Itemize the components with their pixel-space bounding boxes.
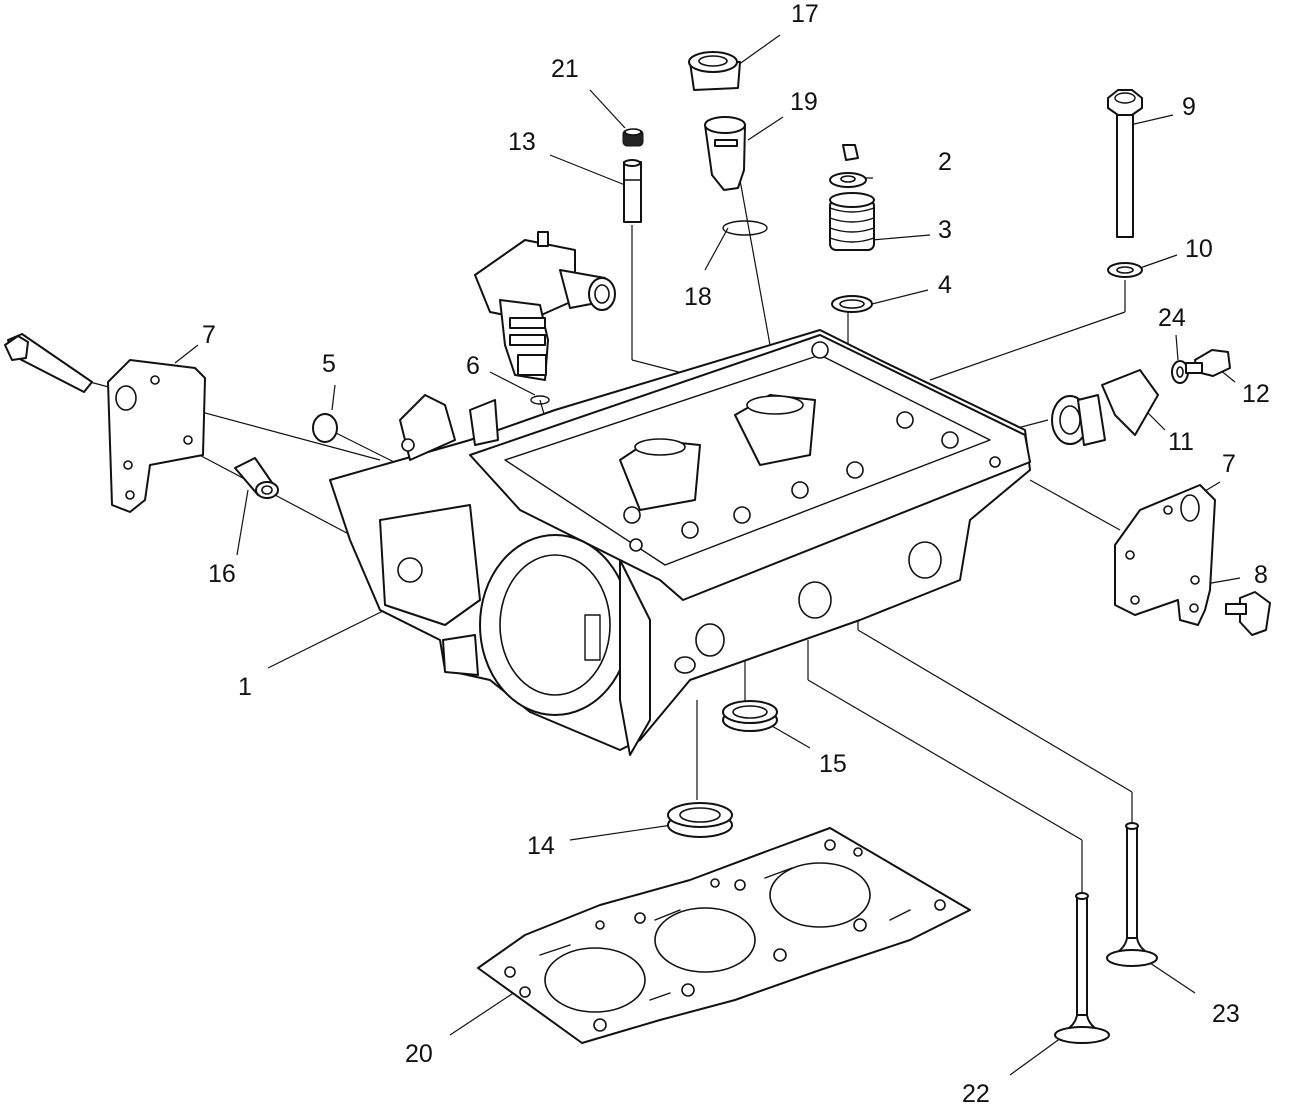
callout-10: 10	[1185, 235, 1213, 263]
oil-seal-part-15	[722, 700, 778, 732]
valve-spring-part-3	[829, 192, 875, 251]
plug-part-5	[312, 413, 338, 443]
oil-seal-part-14	[667, 802, 733, 838]
callout-16: 16	[208, 560, 236, 588]
bolt-part-12	[1185, 349, 1231, 377]
callout-7-right: 7	[1222, 450, 1236, 478]
callout-2: 2	[938, 148, 952, 176]
callout-1: 1	[238, 673, 252, 701]
valve-guide-part-13	[623, 159, 642, 223]
callout-6: 6	[466, 352, 480, 380]
bolt-part-8	[1225, 591, 1271, 636]
callout-22: 22	[962, 1080, 990, 1107]
long-bolt-part-9	[1107, 89, 1143, 238]
o-ring-part-18	[722, 220, 768, 236]
bushing-part-16	[234, 457, 279, 499]
injector-actuator-assembly	[474, 231, 616, 381]
long-bolt-left	[4, 333, 93, 393]
callout-24: 24	[1158, 304, 1186, 332]
bracket-plate-part-7-right	[1114, 484, 1216, 626]
callout-7-left: 7	[202, 321, 216, 349]
callout-14: 14	[527, 832, 555, 860]
callout-23: 23	[1212, 1000, 1240, 1028]
callout-11: 11	[1168, 428, 1194, 456]
callout-21: 21	[551, 55, 579, 83]
thermostat-housing-part-11	[1051, 369, 1159, 446]
callout-20: 20	[405, 1040, 433, 1068]
small-o-ring-part-6	[530, 395, 550, 405]
valve-part-23	[1106, 822, 1158, 967]
callout-8: 8	[1254, 561, 1268, 589]
valve-stem-seal-part-21	[622, 128, 644, 147]
callout-18: 18	[684, 283, 712, 311]
valve-part-22	[1054, 892, 1110, 1044]
callout-3: 3	[938, 216, 952, 244]
bracket-plate-part-7-left	[107, 359, 206, 513]
callout-17: 17	[791, 0, 819, 28]
callout-5: 5	[322, 350, 336, 378]
cylinder-head-part-1	[329, 329, 1031, 756]
callout-15: 15	[819, 750, 847, 778]
callout-labels: 1 2 3 4 5 6 7 7 8 9 10 11 12 13 14 15 16…	[202, 0, 1270, 1107]
callout-19: 19	[790, 88, 818, 116]
head-gasket-part-20	[477, 827, 971, 1044]
sleeve-part-19	[704, 116, 746, 191]
callout-9: 9	[1182, 93, 1196, 121]
callout-4: 4	[938, 271, 952, 299]
callout-13: 13	[508, 128, 536, 156]
valve-keeper-part-2	[829, 144, 867, 188]
callout-12: 12	[1242, 380, 1270, 408]
cap-part-17	[688, 51, 741, 91]
